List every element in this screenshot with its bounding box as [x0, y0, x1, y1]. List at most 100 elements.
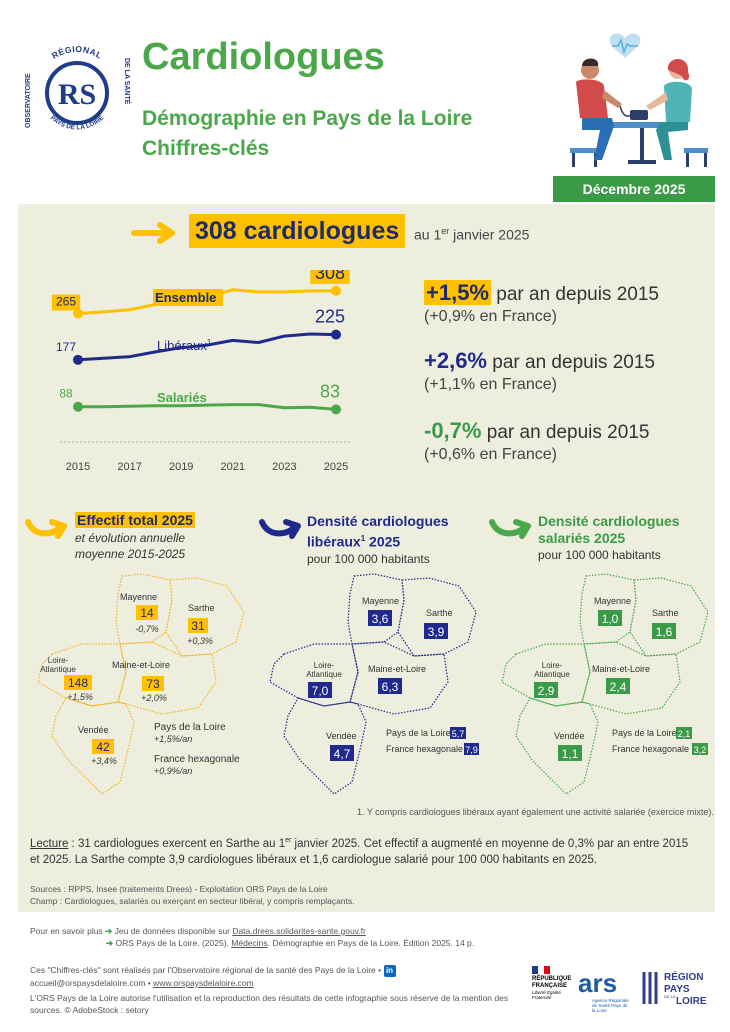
medecins-report-link[interactable]: Médecins [231, 938, 268, 948]
stat-liberaux: +2,6% par an depuis 2015 (+1,1% en Franc… [424, 348, 655, 394]
reading-note-part2: janvier 2025. Cet effectif a augmenté en… [30, 837, 689, 866]
map1-vendee-evo: +3,4% [91, 756, 117, 766]
map-densite-salaries: Mayenne 1,0 Sarthe 1,6 Loire- Atlantique… [501, 573, 709, 795]
map1-mayenne-box [136, 605, 158, 620]
key-figures-panel [18, 204, 715, 912]
map1-loire-atl-box [64, 675, 92, 690]
map1-maine-loire-evo: +2,0% [141, 693, 167, 703]
map-densite-liberaux: Mayenne 3,6 Sarthe 3,9 Loire- Atlantique… [269, 573, 479, 795]
map1-france-name: France hexagonale [154, 754, 240, 765]
reading-note-label: Lecture [30, 837, 69, 850]
stat-liberaux-text: par an depuis 2015 [487, 352, 655, 373]
map1-loire-atl-evo: +1,5% [67, 692, 93, 702]
section-salaries-title: Densité cardiologues salariés 2025 pour … [538, 513, 680, 564]
section-salaries-sub: pour 100 000 habitants [538, 548, 661, 562]
linkedin-icon[interactable]: in [383, 964, 396, 977]
data-label-salaries-end: 83 [320, 381, 340, 401]
drees-dataset-link[interactable]: Data.drees.solidarites-sante.gouv.fr [232, 926, 366, 936]
footnote: 1. Y compris cardiologues libéraux ayant… [357, 807, 714, 817]
rf-line1: RÉPUBLIQUE [532, 976, 572, 982]
rf-motto: Liberté Égalité Fraternité [532, 990, 561, 1000]
region-small: DE LA [664, 994, 676, 999]
map2-sarthe-value: 3,9 [428, 625, 445, 639]
section-liberaux-heading2: libéraux1 2025 [307, 530, 449, 551]
rf-line2: FRANÇAISE [532, 983, 568, 989]
dept-outline-mayenne [347, 573, 405, 645]
more-link2-suffix: . Démographie en Pays de la Loire. Éditi… [267, 938, 475, 948]
map2-pdl-value: 5,7 [452, 729, 465, 739]
headline-date-prefix: au 1 [414, 226, 442, 243]
svg-text:RÉGIONAL: RÉGIONAL [50, 44, 104, 61]
section-liberaux-heading2-text: libéraux [307, 533, 361, 550]
series-label-liberaux: Libéraux1 [157, 338, 212, 353]
series-label-salaries: Salariés [157, 390, 207, 405]
map1-pdl-name: Pays de la Loire [154, 722, 226, 733]
headline-total: 308 cardiologues [189, 214, 406, 248]
reading-note-part1: : 31 cardiologues exercent en Sarthe au … [68, 837, 286, 850]
map3-pdl-box [676, 727, 692, 739]
dept-outline-maine-et-loire [581, 641, 681, 715]
curved-arrow-icon [259, 519, 301, 539]
section-effectif-sub2: moyenne 2015-2025 [75, 547, 186, 561]
stat-salaries-text: par an depuis 2015 [481, 422, 650, 443]
map3-sarthe-box [652, 623, 676, 639]
ars-logo-subtitle: Agence Régionale de Santé Pays de la Loi… [592, 998, 629, 1013]
more-link1-prefix: Jeu de données disponible sur [114, 926, 233, 936]
dept-outline-sarthe [165, 577, 245, 657]
usage-notice: L'ORS Pays de la Loire autorise l'utilis… [30, 992, 509, 1015]
map1-pdl-evo: +1,5%/an [154, 734, 192, 744]
data-label-liberaux-end: 225 [315, 307, 345, 327]
headline-date-sup: er [441, 226, 450, 236]
more-info-label: Pour en savoir plus [30, 926, 103, 936]
series-point-salaries-start [73, 401, 83, 412]
map2-pdl-box [450, 727, 466, 739]
stat-ensemble-text: par an depuis 2015 [491, 284, 659, 305]
stat-liberaux-france: (+1,1% en France) [424, 376, 557, 393]
website-link[interactable]: www.orspaysdelaloire.com [153, 977, 254, 988]
series-line-salaries [78, 403, 337, 411]
map3-sarthe-name: Sarthe [652, 608, 679, 618]
page-subtitle: Démographie en Pays de la Loire Chiffres… [142, 104, 472, 164]
page-title: Cardiologues [142, 36, 385, 78]
map1-sarthe-evo: +0,3% [187, 636, 213, 646]
logo-ring-left: OBSERVATOIRE [25, 73, 32, 128]
series-point-liberaux-start [73, 354, 83, 365]
stat-salaries-france: (+0,6% en France) [424, 446, 557, 463]
map3-france-box [692, 743, 708, 755]
map1-loire-atl-name1: Loire- [48, 656, 69, 665]
data-label-ensemble-start: 265 [56, 295, 76, 309]
stat-salaries-value: -0,7% [424, 418, 482, 443]
map2-pdl-name: Pays de la Loire [386, 728, 451, 738]
x-tick-label: 2023 [272, 461, 296, 473]
map2-loire-atl-name1: Loire- [314, 661, 335, 670]
map1-loire-atl-value: 148 [68, 676, 88, 690]
data-label-liberaux-start: 177 [56, 340, 76, 354]
map2-maine-loire-box [378, 678, 402, 694]
map2-loire-atl-box [308, 682, 332, 698]
reading-note-sup: er [285, 837, 292, 844]
date-badge: Décembre 2025 [553, 176, 715, 202]
map3-maine-loire-name: Maine-et-Loire [592, 664, 650, 674]
stat-ensemble: +1,5% par an depuis 2015 (+0,9% en Franc… [424, 280, 659, 326]
series-point-liberaux-end [331, 329, 341, 340]
map3-loire-atl-value: 2,9 [538, 684, 555, 698]
contact-email[interactable]: accueil@orspaysdelaloire.com • [30, 977, 154, 988]
ors-logo: RS RÉGIONAL PAYS DE LA LOIRE OBSERVATOIR… [25, 44, 132, 132]
logo-monogram: RS [58, 78, 96, 111]
arrow-right-icon: ➔ [105, 926, 113, 936]
map1-sarthe-box [188, 618, 208, 633]
map2-france-value: 7,9 [465, 745, 478, 755]
dept-outline-mayenne [579, 573, 637, 645]
x-tick-label: 2015 [66, 461, 90, 473]
subtitle-line1: Démographie en Pays de la Loire [142, 107, 473, 130]
headline-date: au 1er janvier 2025 [414, 226, 529, 243]
map-effectifs: Mayenne 14 -0,7% Sarthe 31 +0,3% Loire- … [37, 573, 245, 795]
map1-mayenne-evo: -0,7% [135, 624, 159, 634]
map2-france-box [464, 743, 479, 755]
data-label-box-ensemble-start [51, 294, 81, 311]
map2-mayenne-name: Mayenne [362, 596, 399, 606]
map2-loire-atl-name2: Atlantique [306, 670, 342, 679]
series-point-ensemble-end [331, 285, 341, 296]
map1-sarthe-name: Sarthe [188, 603, 215, 613]
map1-vendee-name: Vendée [78, 725, 109, 735]
